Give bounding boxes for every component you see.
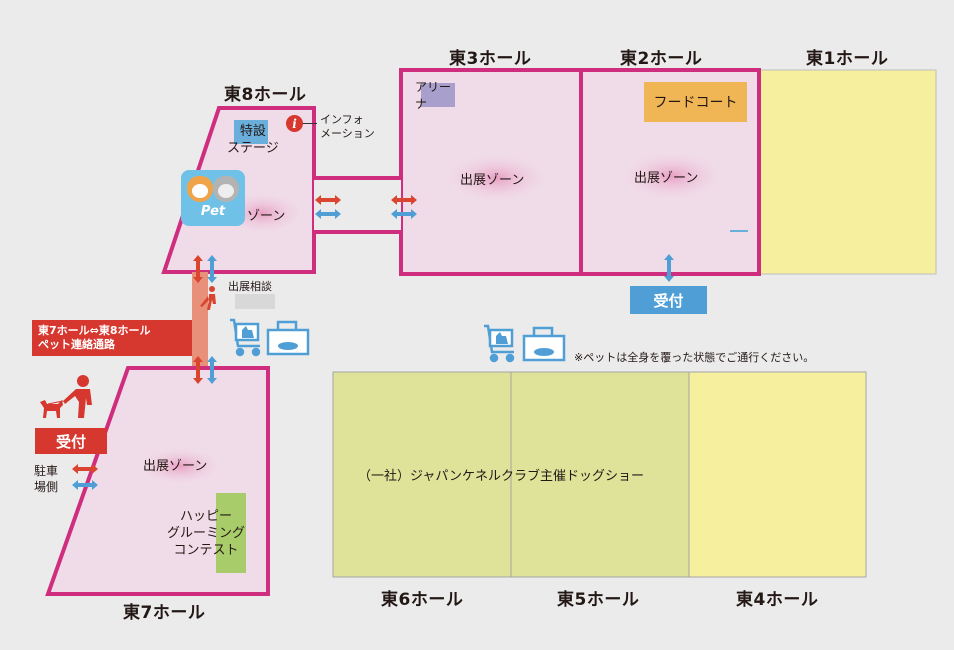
- hall-east5-name: 東5ホール: [557, 590, 640, 610]
- pet-corridor: [192, 272, 208, 368]
- exhibit-zone-east7: 出展ゾーン: [143, 459, 208, 474]
- hall-east1-name: 東1ホール: [806, 49, 889, 69]
- grooming-contest-area: [216, 493, 246, 573]
- hall-east8-name: 東8ホール: [224, 85, 307, 105]
- pet-cart-icon: [484, 324, 515, 363]
- exhibit-zone-east2: 出展ゾーン: [634, 171, 699, 186]
- dog-show-label: （一社）ジャパンケネルクラブ主催ドッグショー: [358, 469, 645, 484]
- pet-corridor-label: 東7ホール⇔東8ホール ペット連絡通路: [32, 320, 192, 356]
- info-icon: i: [286, 115, 303, 132]
- info-pointer-line: [303, 123, 317, 124]
- walker-icon: [200, 286, 216, 310]
- pet-badge-label: Pet: [200, 204, 226, 219]
- hall-east4-area: [688, 371, 867, 578]
- reception-east2: 受付: [630, 286, 707, 314]
- information-label: インフォ メーション: [320, 113, 375, 140]
- consult-booth-area: [235, 294, 275, 309]
- exhibit-zone-east3: 出展ゾーン: [460, 173, 525, 188]
- hall-east6-area: [332, 371, 512, 578]
- food-court-area: フードコート: [644, 82, 747, 122]
- grooming-contest-label: ハッピー グルーミング コンテスト: [167, 509, 246, 558]
- hall-east4-name: 東4ホール: [736, 590, 819, 610]
- pet-notice: ※ペットは全身を覆った状態でご通行ください。: [574, 351, 815, 364]
- hall-east7-name: 東7ホール: [123, 603, 206, 623]
- reception-east7: 受付: [35, 428, 107, 454]
- hall-east1-area: [759, 69, 937, 275]
- pet-carrier-icon: [522, 326, 566, 362]
- parking-side-label: 駐車 場側: [34, 464, 59, 494]
- passage-arrows: [72, 195, 674, 490]
- pet-carrier-icon: [266, 320, 310, 356]
- arena-label: アリーナ: [415, 80, 452, 111]
- pet-zone-label: ゾーン: [247, 209, 286, 224]
- pet-cat-dog-icon: Pet: [181, 170, 245, 226]
- hall-east6-name: 東6ホール: [381, 590, 464, 610]
- dog-walker-icon: [40, 375, 92, 418]
- special-stage-label: 特設 ステージ: [227, 124, 279, 156]
- arena-area: アリーナ: [415, 80, 455, 111]
- hall-connector: [314, 176, 401, 234]
- hall-east2-name: 東2ホール: [620, 49, 703, 69]
- pet-cart-icon: [230, 318, 261, 357]
- hall-east3-name: 東3ホール: [449, 49, 532, 69]
- food-court-label: フードコート: [653, 95, 738, 111]
- special-stage-area: [234, 120, 268, 144]
